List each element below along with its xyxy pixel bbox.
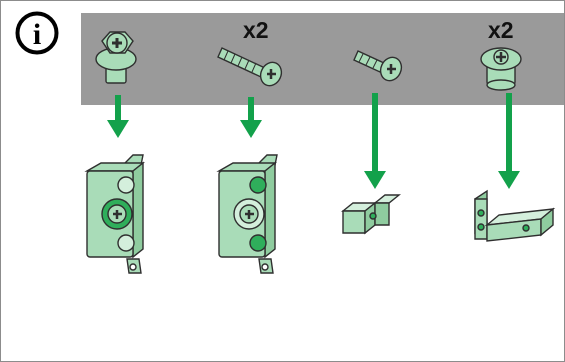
arrow-down-icon — [498, 93, 520, 189]
terminal-block-icon — [84, 154, 145, 274]
angle-bracket-icon — [474, 189, 556, 242]
long-screw-icon — [217, 47, 283, 87]
info-icon: i — [15, 11, 59, 55]
quantity-label-long-screw: x2 — [243, 17, 269, 43]
terminal-block-icon — [216, 154, 278, 274]
mushroom-screw-icon — [480, 47, 522, 91]
arrow-down-icon — [240, 97, 262, 138]
short-screw-icon — [353, 50, 403, 82]
z-bracket-icon — [341, 194, 401, 235]
arrow-down-icon — [107, 95, 129, 138]
info-letter: i — [33, 18, 41, 51]
arrow-down-icon — [364, 93, 386, 189]
hex-screw-icon — [95, 31, 137, 84]
quantity-label-mushroom-screw: x2 — [488, 17, 514, 43]
